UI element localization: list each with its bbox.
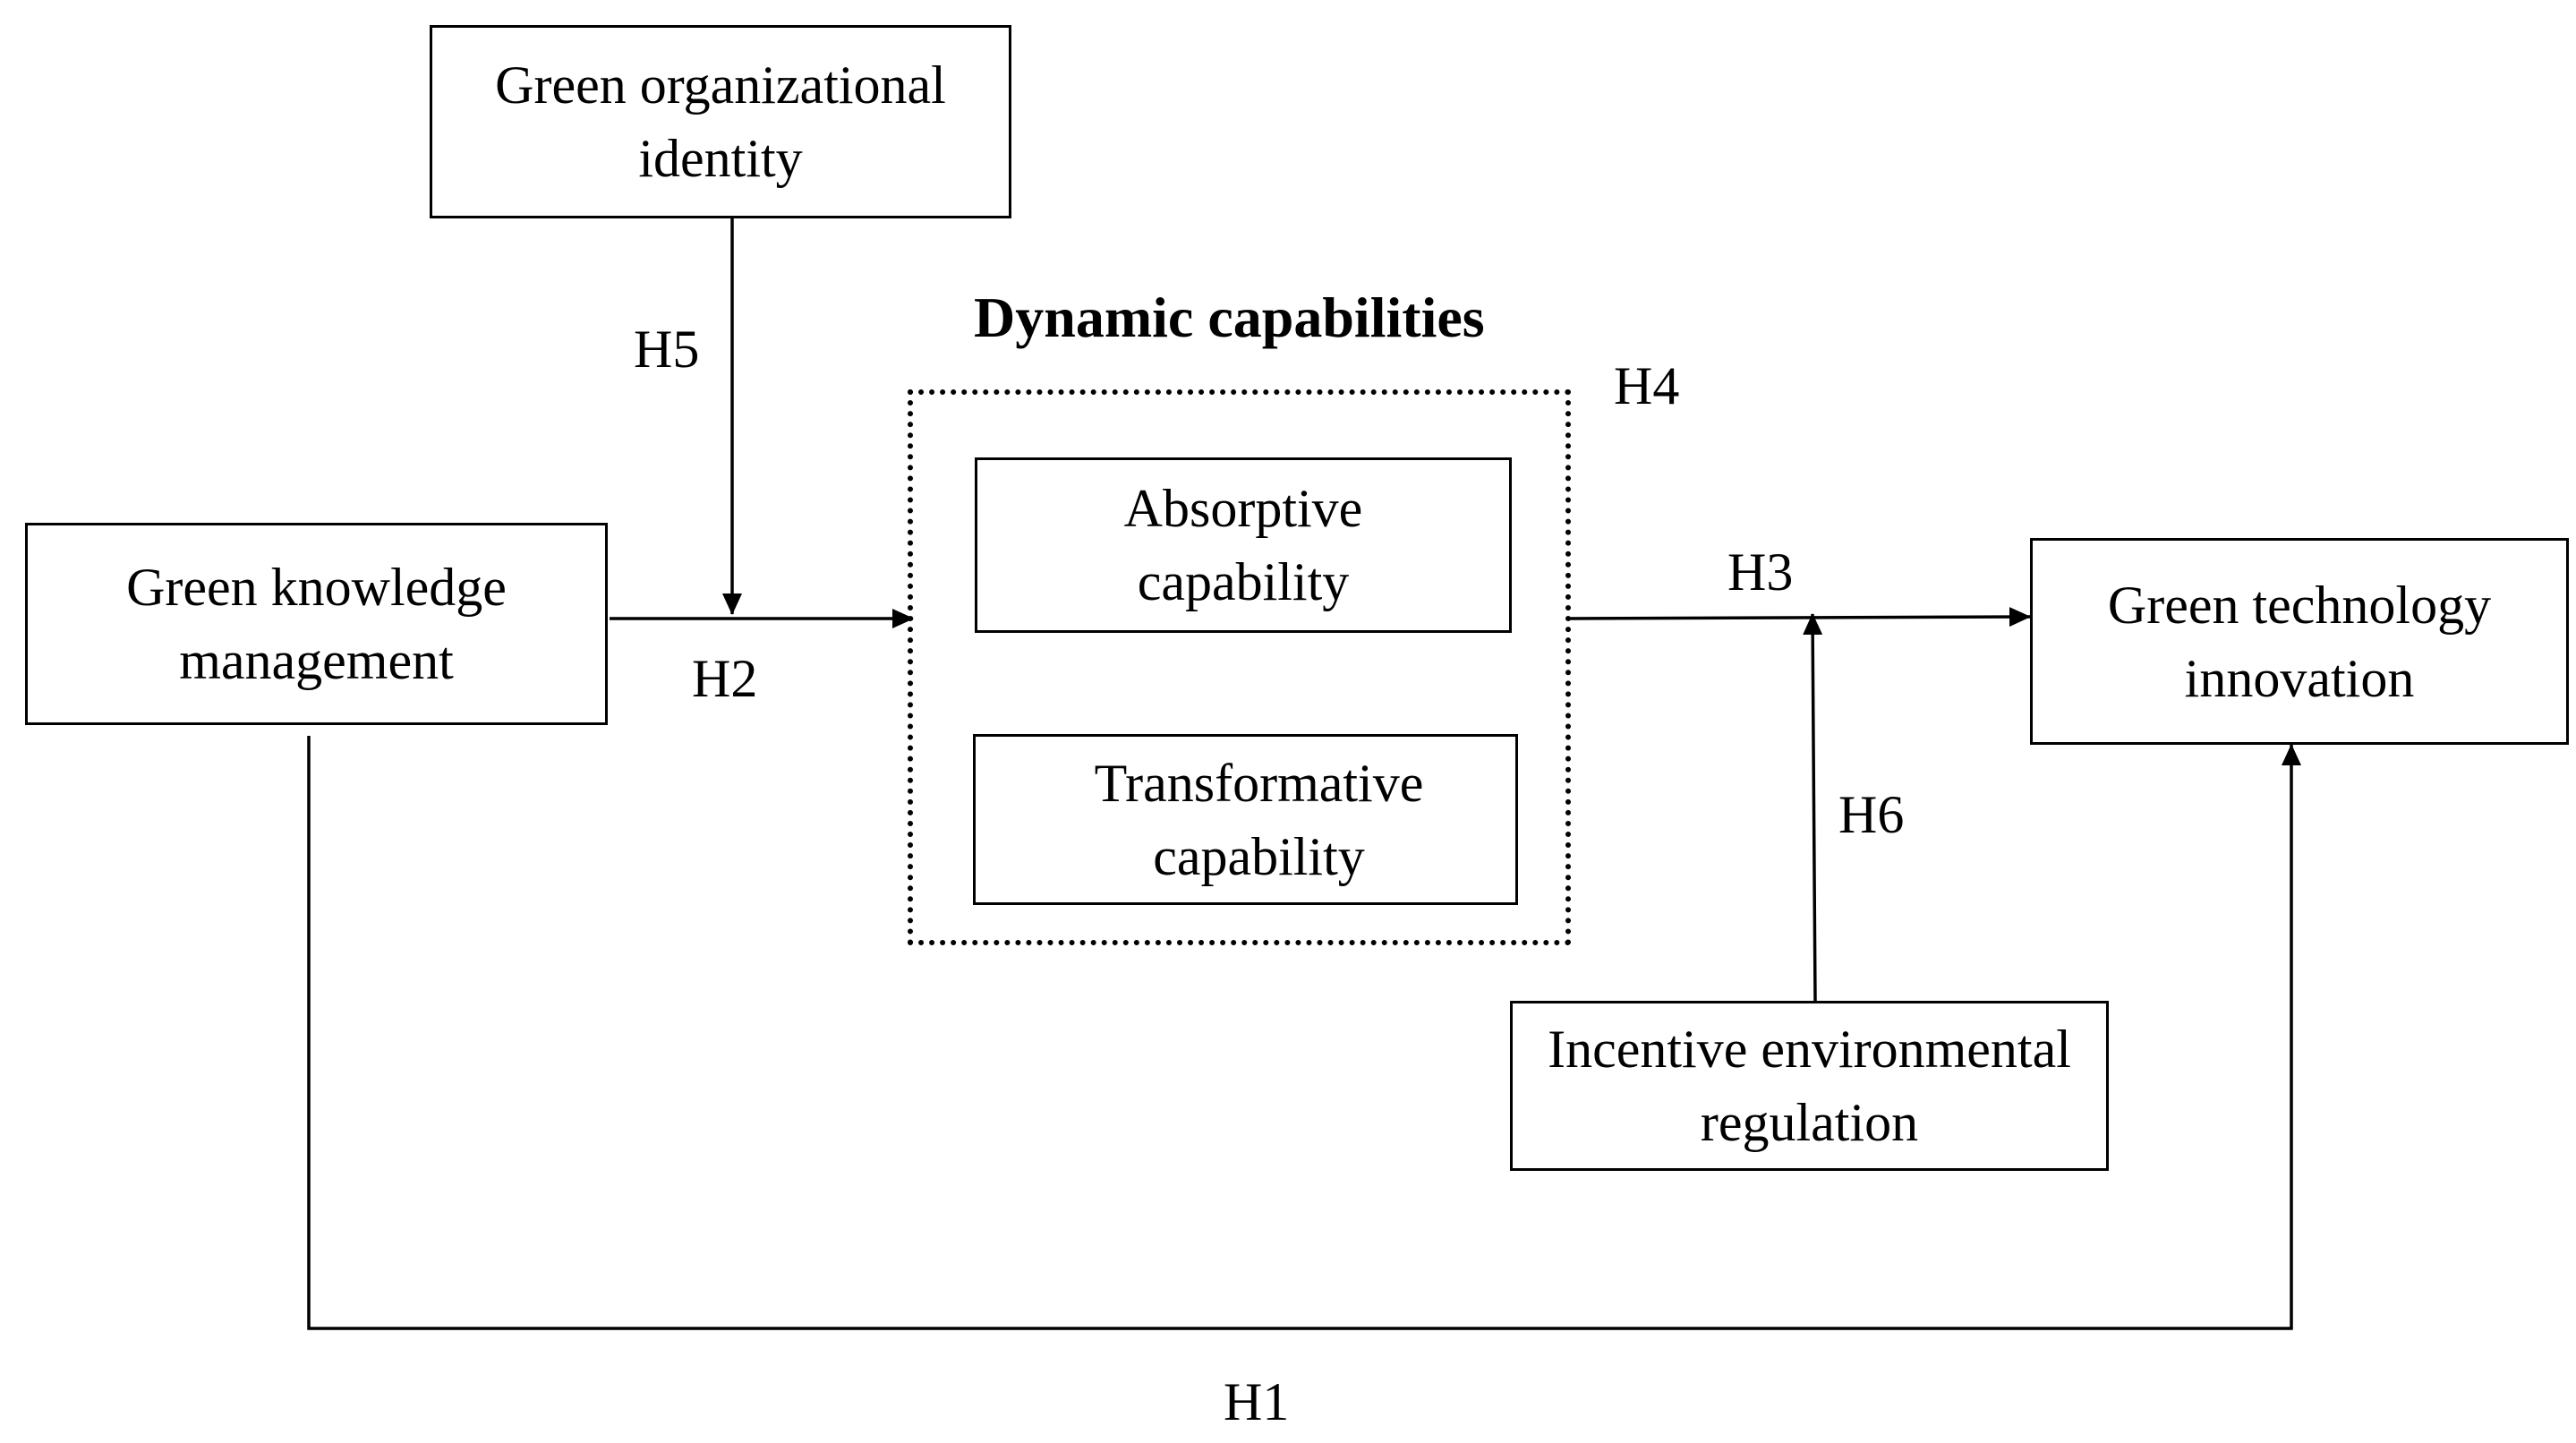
h4-label: H4 (1614, 356, 1680, 415)
green-knowledge-management-label: Green knowledge management (126, 558, 507, 690)
h1-path (307, 736, 2301, 1330)
green-knowledge-management-box: Green knowledge management (25, 523, 608, 725)
transformative-capability-box: Transformative capability (973, 734, 1518, 905)
h5-label: H5 (634, 320, 700, 379)
dynamic-capabilities-title: Dynamic capabilities (974, 286, 1485, 349)
h1-label: H1 (1224, 1372, 1290, 1431)
green-organizational-identity-box: Green organizational identity (430, 25, 1011, 218)
h3-arrow (1567, 607, 2031, 628)
green-technology-innovation-box: Green technology innovation (2030, 538, 2569, 745)
absorptive-capability-label: Absorptive capability (1123, 479, 1363, 611)
h6-label: H6 (1838, 785, 1905, 844)
transformative-capability-label: Transformative capability (1094, 753, 1424, 886)
h2-label: H2 (692, 649, 758, 708)
incentive-environmental-regulation-box: Incentive environmental regulation (1510, 1001, 2109, 1171)
green-technology-innovation-label: Green technology innovation (2107, 575, 2492, 708)
dynamic-capabilities-frame (908, 389, 1571, 945)
absorptive-capability-box: Absorptive capability (975, 457, 1512, 633)
green-organizational-identity-label: Green organizational identity (495, 56, 946, 188)
incentive-environmental-regulation-label: Incentive environmental regulation (1548, 1020, 2071, 1152)
h6-arrow (1803, 613, 1823, 1002)
h3-label: H3 (1727, 542, 1794, 602)
